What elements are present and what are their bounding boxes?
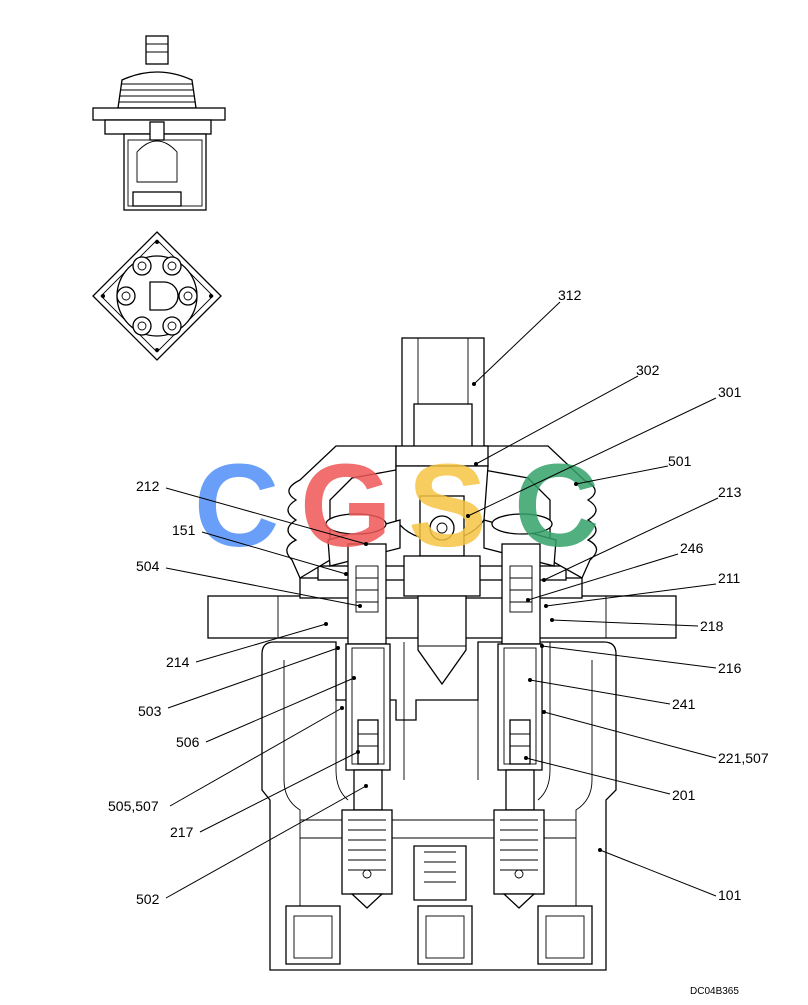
- callout-201: 201: [672, 787, 696, 803]
- callout-151: 151: [172, 522, 196, 538]
- top-view-thumbnail: [92, 231, 222, 361]
- watermark-letter: C: [514, 440, 599, 572]
- reference-code: DC04B365: [690, 986, 739, 997]
- callout-505-507: 505,507: [108, 798, 159, 814]
- callout-213: 213: [718, 484, 742, 500]
- side-view-thumbnail: [92, 35, 226, 211]
- watermark-letter: G: [300, 440, 392, 572]
- callout-502: 502: [136, 891, 160, 907]
- callout-501: 501: [668, 453, 692, 469]
- callout-506: 506: [176, 734, 200, 750]
- leader-lines: [165, 301, 719, 899]
- callout-216: 216: [718, 660, 742, 676]
- callout-246: 246: [680, 540, 704, 556]
- callout-211: 211: [718, 570, 741, 586]
- callout-214: 214: [166, 654, 190, 670]
- callout-labels: 312 302 301 501 213 246 211 218 216 241 …: [108, 287, 769, 997]
- cgsc-watermark: C G S C: [194, 440, 599, 572]
- watermark-letter: S: [408, 440, 487, 572]
- callout-241: 241: [672, 696, 696, 712]
- callout-101: 101: [718, 887, 742, 903]
- callout-221-507: 221,507: [718, 750, 769, 766]
- callout-504: 504: [136, 558, 160, 574]
- watermark-letter: C: [194, 440, 279, 572]
- callout-212: 212: [136, 478, 160, 494]
- callout-217: 217: [170, 824, 194, 840]
- callout-302: 302: [636, 362, 660, 378]
- callout-218: 218: [700, 618, 724, 634]
- callout-312: 312: [558, 287, 582, 303]
- callout-503: 503: [138, 703, 162, 719]
- main-cross-section: [207, 337, 677, 971]
- callout-301: 301: [718, 384, 742, 400]
